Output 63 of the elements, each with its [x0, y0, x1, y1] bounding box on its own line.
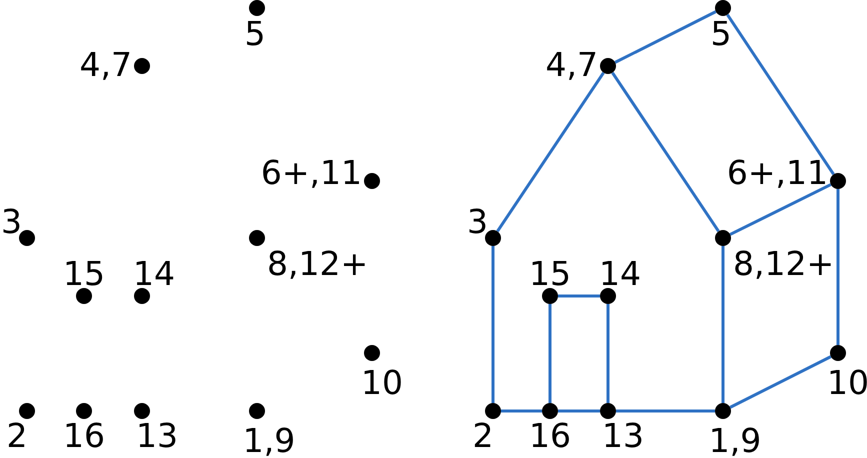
- dot: [715, 230, 731, 246]
- dot: [134, 403, 150, 419]
- point-label: 6+,11: [726, 155, 828, 191]
- point-label: 13: [602, 418, 644, 454]
- point-label: 16: [63, 418, 105, 454]
- dot: [134, 58, 150, 74]
- dot: [485, 403, 501, 419]
- connecting-line: [492, 246, 494, 403]
- dot: [364, 173, 380, 189]
- point-label: 3: [1, 204, 22, 240]
- point-label: 14: [133, 256, 175, 292]
- point-label: 14: [599, 256, 641, 292]
- dot: [542, 403, 558, 419]
- connecting-line: [558, 294, 600, 298]
- point-label: 5: [710, 16, 732, 52]
- point-label: 13: [136, 418, 178, 454]
- point-label: 2: [472, 418, 494, 454]
- dot: [249, 403, 265, 419]
- point-label: 8,12+: [733, 246, 834, 282]
- connecting-line: [496, 72, 605, 232]
- dot: [249, 0, 265, 16]
- point-label: 10: [827, 365, 867, 401]
- dot: [830, 345, 846, 361]
- connecting-line: [501, 410, 542, 412]
- connecting-line: [558, 410, 600, 412]
- point-label: 4,7: [80, 47, 132, 83]
- connecting-line: [548, 304, 552, 403]
- connecting-line: [722, 246, 724, 403]
- dot: [134, 288, 150, 304]
- dot: [249, 230, 265, 246]
- dot: [76, 403, 92, 419]
- point-label: 6+,11: [260, 155, 362, 191]
- point-label: 5: [244, 16, 266, 52]
- connecting-line: [616, 410, 715, 412]
- connecting-line: [836, 189, 840, 345]
- connecting-line: [606, 304, 610, 403]
- dot: [485, 230, 501, 246]
- dot: [600, 288, 616, 304]
- connecting-line: [726, 14, 835, 176]
- dot: [542, 288, 558, 304]
- dot: [600, 403, 616, 419]
- dot: [19, 230, 35, 246]
- point-label: 8,12+: [267, 246, 368, 282]
- point-label: 15: [529, 256, 571, 292]
- dot: [830, 173, 846, 189]
- connecting-line: [729, 355, 832, 409]
- point-label: 4,7: [546, 47, 598, 83]
- dot: [19, 403, 35, 419]
- point-label: 10: [361, 365, 403, 401]
- connecting-line: [614, 10, 717, 64]
- point-label: 15: [63, 256, 105, 292]
- dot: [715, 403, 731, 419]
- connecting-line: [730, 183, 832, 236]
- point-label: 2: [6, 418, 28, 454]
- point-label: 1,9: [242, 423, 296, 458]
- point-label: 3: [467, 204, 488, 240]
- point-label: 16: [529, 418, 571, 454]
- dot: [715, 0, 731, 16]
- dot: [76, 288, 92, 304]
- point-label: 1,9: [708, 423, 762, 458]
- connecting-line: [611, 72, 720, 232]
- dot: [600, 58, 616, 74]
- dot: [364, 345, 380, 361]
